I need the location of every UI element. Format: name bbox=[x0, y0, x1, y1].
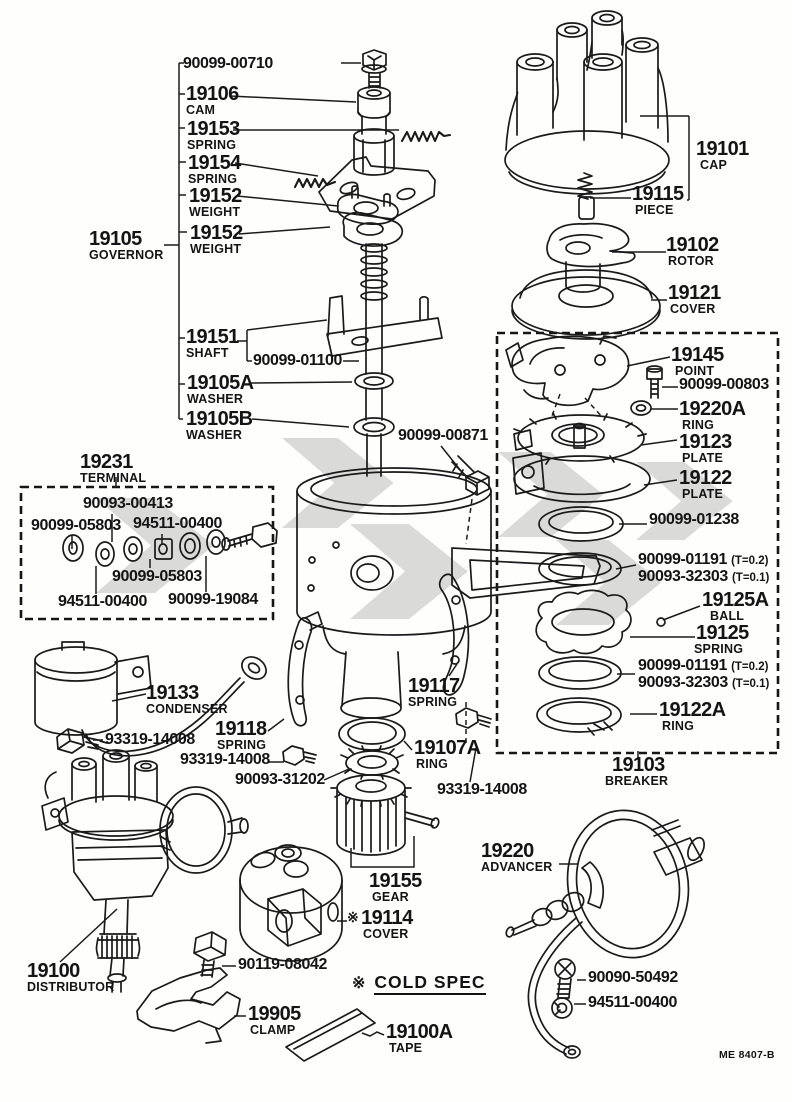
page-code: ME 8407-B bbox=[719, 1049, 775, 1061]
label-90099-19084: 90099-19084 bbox=[168, 591, 258, 608]
label-bolt-90099-01100: 90099-01100 bbox=[253, 352, 343, 369]
label-90090-50492: 90090-50492 bbox=[588, 969, 678, 986]
label-90099-01238: 90099-01238 bbox=[649, 511, 739, 528]
cold-spec-mark: ※ bbox=[352, 975, 366, 992]
label-93319-14008-a: 93319-14008 bbox=[105, 731, 195, 748]
label-90093-00413: 90093-00413 bbox=[83, 495, 173, 512]
breaker-parts-art bbox=[505, 335, 666, 736]
cold-spec-cover-art bbox=[239, 844, 343, 962]
label-93319-14008-b: 93319-14008 bbox=[180, 751, 270, 768]
dust-cover-art bbox=[511, 269, 661, 340]
label-90099-05803-a: 90099-05803 bbox=[31, 517, 121, 534]
label-94511-00400-a: 94511-00400 bbox=[133, 515, 223, 532]
label-94511-00400-c: 94511-00400 bbox=[588, 994, 678, 1011]
distributor-complete-art bbox=[41, 749, 249, 993]
label-90099-05803-b: 90099-05803 bbox=[112, 568, 202, 585]
cold-spec-note: ※COLD SPEC bbox=[352, 972, 486, 995]
label-shim-upper: 90099-01191 (T=0.2) 90093-32303 (T=0.1) bbox=[638, 551, 770, 585]
cold-spec-asterisk: ※ bbox=[347, 909, 359, 925]
clamp-art bbox=[136, 967, 241, 1044]
label-bolt-90099-00710: 90099-00710 bbox=[183, 55, 273, 72]
housing-art bbox=[287, 467, 601, 856]
condenser-art bbox=[34, 641, 267, 757]
dashed-boxes bbox=[19, 331, 780, 755]
terminal-group-box bbox=[19, 485, 275, 621]
rotor-art bbox=[546, 222, 636, 293]
label-screw-90099-00871: 90099-00871 bbox=[398, 427, 488, 444]
label-94511-00400-b: 94511-00400 bbox=[58, 593, 148, 610]
screw-art bbox=[56, 455, 492, 766]
tape-art bbox=[285, 1008, 376, 1062]
leader-lines bbox=[59, 62, 701, 1037]
label-90119-08042: 90119-08042 bbox=[238, 956, 328, 973]
governor-assembly-art bbox=[293, 49, 452, 477]
part-drawings bbox=[34, 10, 705, 1062]
label-90093-31202: 90093-31202 bbox=[235, 771, 325, 788]
advancer-fasteners-art bbox=[551, 958, 576, 1019]
label-93319-14008-c: 93319-14008 bbox=[437, 781, 527, 798]
label-90099-00803: 90099-00803 bbox=[679, 376, 769, 393]
label-shim-lower: 90099-01191 (T=0.2) 90093-32303 (T=0.1) bbox=[638, 657, 770, 691]
advancer-art bbox=[505, 809, 705, 1059]
terminal-parts-art bbox=[62, 522, 278, 567]
cap-art bbox=[504, 10, 670, 220]
